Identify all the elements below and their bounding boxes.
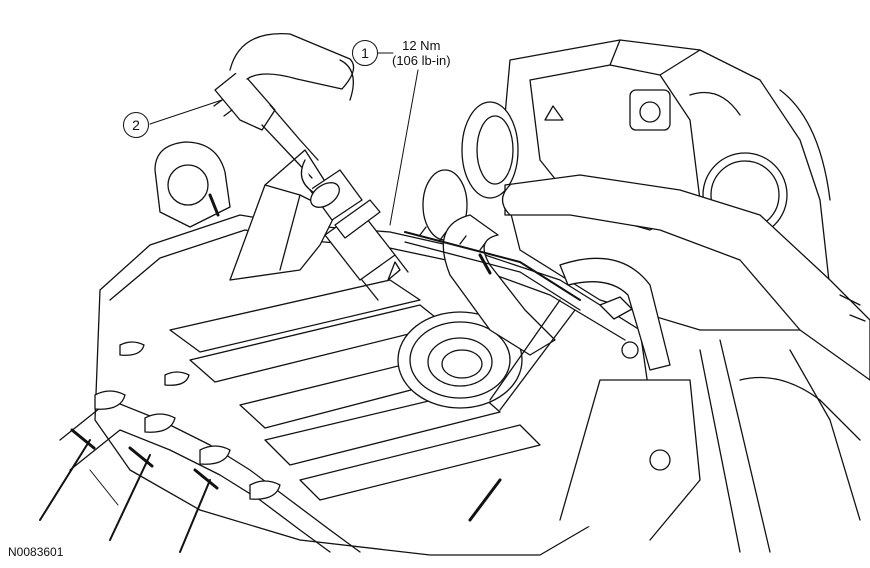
torque-metric: 12 Nm (402, 38, 441, 53)
electrical-connector (213, 69, 319, 193)
pulley (422, 101, 519, 241)
cylinder-head (39, 341, 361, 553)
torque-imperial: (106 lb-in) (392, 53, 451, 68)
callout-2-marker: 2 (123, 112, 149, 138)
leader-lines (89, 52, 419, 506)
lifting-eye (154, 141, 231, 228)
oil-pressure-sensor (309, 169, 409, 301)
torque-spec: 12 Nm (106 lb-in) (392, 38, 451, 68)
brackets (559, 294, 866, 553)
oil-filler-grommet (397, 311, 523, 409)
figure-id: N0083601 (8, 545, 64, 559)
sensor-boss (229, 149, 341, 281)
wiring-harness (229, 32, 355, 101)
callout-1-marker: 1 (352, 40, 378, 66)
fuel-rail (404, 226, 639, 522)
